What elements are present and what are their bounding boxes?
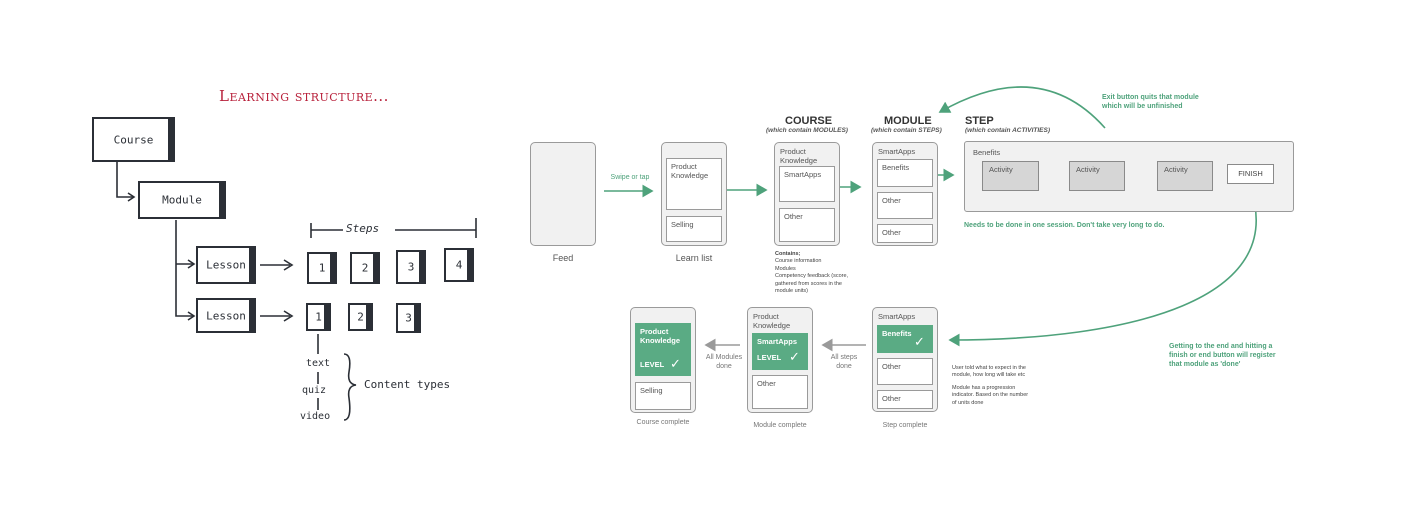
module-card-other[interactable]: Other [877,192,933,219]
course-card-other[interactable]: Other [779,208,835,242]
step-complete-notes: User told what to expect in the module, … [952,365,1034,407]
sketch-step-box: 2 [348,303,373,331]
sketch-step-box: 3 [396,303,421,333]
course-complete-screen: Product Knowledge LEVEL Selling [630,307,696,413]
activity-card[interactable]: Activity [1157,161,1213,191]
course-complete-caption: Course complete [636,419,690,426]
sketch-step-box: 2 [350,252,380,284]
learn-list-card-product-knowledge[interactable]: Product Knowledge [666,158,722,210]
feed-label: Feed [552,253,574,263]
module-complete-title: Product Knowledge [753,312,791,331]
sketch-content-types-label: Content types [364,378,451,391]
course-contains-notes: Contains; Course information Modules Com… [775,251,855,296]
course-note-line: Course information [775,258,822,265]
all-steps-done-label: All steps done [830,354,858,371]
sketch-step-box: 1 [307,252,337,284]
finish-note: Getting to the end and hitting a finish … [1169,343,1276,368]
course-note-line: Modules [775,265,796,272]
course-note-line: Contains; [775,251,801,257]
step-complete-card-other[interactable]: Other [877,358,933,385]
feed-screen[interactable] [530,142,596,246]
check-icon: ✓ [789,349,800,364]
course-complete-card-product-knowledge[interactable]: Product Knowledge LEVEL [635,323,691,376]
course-complete-card-label: Product Knowledge [640,327,681,346]
all-modules-done-label: All Modules done [705,354,743,371]
course-screen: Product Knowledge SmartApps Other [774,142,840,246]
step-heading: STEP [965,115,994,127]
sketch-step-box: 1 [306,303,331,331]
course-sub: (which contain MODULES) [766,127,848,134]
activity-card[interactable]: Activity [1069,161,1125,191]
module-heading: MODULE [884,115,932,127]
sketch-connectors [116,162,477,421]
module-complete-card-other[interactable]: Other [752,375,808,409]
exit-note: Exit button quits that module which will… [1102,94,1199,110]
course-note-line: Competency feedback (score, gathered fro… [775,273,849,295]
course-card-smartapps[interactable]: SmartApps [779,166,835,202]
sketch-module-box: Module [138,181,226,219]
step-complete-screen: SmartApps Benefits Other Other [872,307,938,412]
check-icon: ✓ [670,356,681,371]
module-card-other-2[interactable]: Other [877,224,933,243]
module-title: SmartApps [878,147,916,156]
module-screen: SmartApps Benefits Other Other [872,142,938,246]
sketch-content-text: text [306,358,331,369]
course-heading: COURSE [785,115,833,127]
module-card-benefits[interactable]: Benefits [877,159,933,187]
sketch-course-box: Course [92,117,175,162]
step-complete-caption: Step complete [882,422,928,429]
course-title: Product Knowledge [780,147,818,166]
learn-list-screen: Product Knowledge Selling [661,142,727,246]
check-icon: ✓ [914,334,925,349]
sketch-content-quiz: quiz [302,385,327,396]
module-complete-caption: Module complete [753,422,807,429]
step-sub: (which contain ACTIVITIES) [965,127,1050,134]
step-title: Benefits [973,148,1001,157]
module-complete-screen: Product Knowledge SmartApps LEVEL Other [747,307,813,413]
learn-list-label: Learn list [675,253,713,263]
level-label: LEVEL [640,359,665,369]
session-note: Needs to be done in one session. Don't t… [964,222,1165,229]
module-complete-card-label: SmartApps [757,337,798,346]
sketch-step-box: 4 [444,248,474,282]
course-complete-card-selling[interactable]: Selling [635,382,691,410]
step-note-line: Module has a progression indicator. Base… [952,384,1029,406]
step-complete-title: SmartApps [878,312,916,321]
sketch-lesson-box-1: Lesson [196,246,256,284]
module-sub: (which contain STEPS) [871,127,942,134]
module-complete-card-smartapps[interactable]: SmartApps LEVEL [752,333,808,370]
level-label: LEVEL [757,353,782,363]
activity-card[interactable]: Activity [982,161,1039,191]
sketch-lesson-box-2: Lesson [196,298,256,333]
sketch-step-box: 3 [396,250,426,284]
sketch-content-video: video [300,411,331,422]
sketch-steps-label: Steps [346,222,380,235]
swipe-label: Swipe or tap [610,174,650,181]
step-note-line: User told what to expect in the module, … [952,365,1026,379]
finish-button[interactable]: FINISH [1227,164,1274,184]
step-complete-card-benefits[interactable]: Benefits [877,325,933,353]
sketch-title: Learning structure... [219,87,389,105]
step-complete-card-other-2[interactable]: Other [877,390,933,409]
learn-list-card-selling[interactable]: Selling [666,216,722,242]
